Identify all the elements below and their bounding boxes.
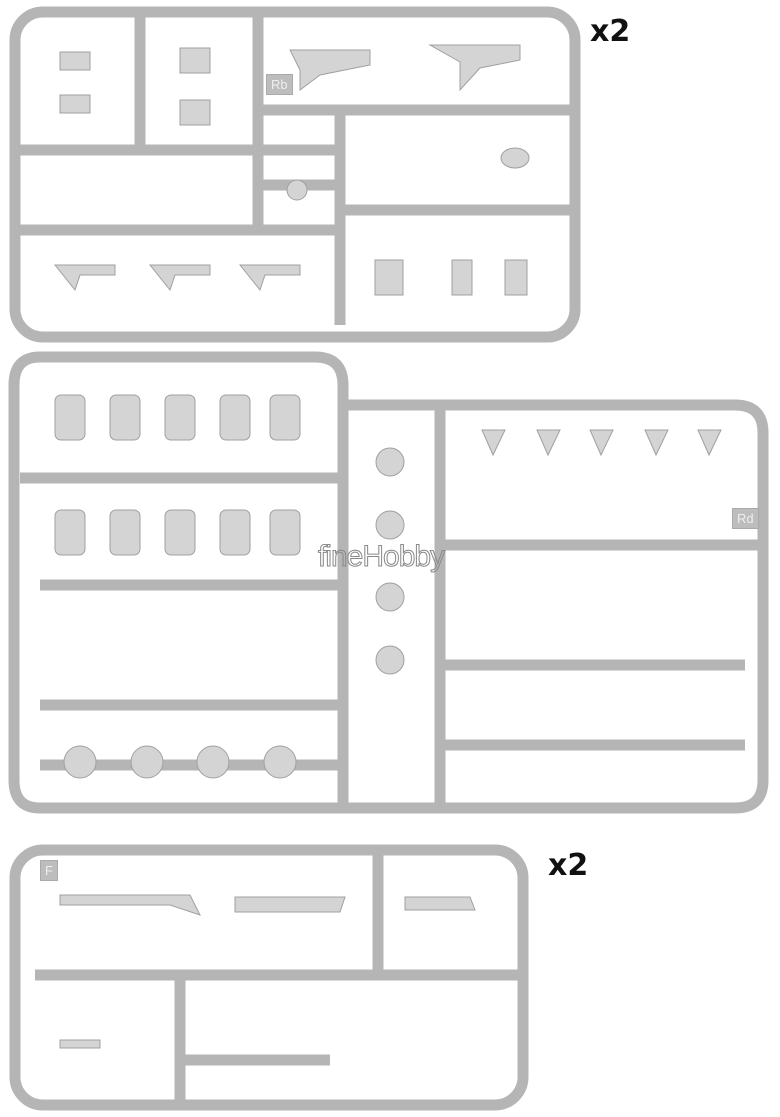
sprue-rd-runners <box>20 405 763 808</box>
sprue-rb-frame <box>9 6 581 343</box>
sprue-rd-frame <box>8 351 769 814</box>
multiplier-rb: x2 <box>590 14 631 49</box>
sprue-label-rb: Rb <box>266 74 293 95</box>
sprue-label-f: F <box>40 860 58 881</box>
sprue-label-rd: Rd <box>732 508 759 529</box>
watermark: fineHobby <box>317 540 445 574</box>
multiplier-f: x2 <box>548 848 589 883</box>
sprue-rb-runners <box>20 12 575 325</box>
sprue-f-frame <box>9 844 529 1111</box>
sprue-f-runners <box>35 850 520 1100</box>
